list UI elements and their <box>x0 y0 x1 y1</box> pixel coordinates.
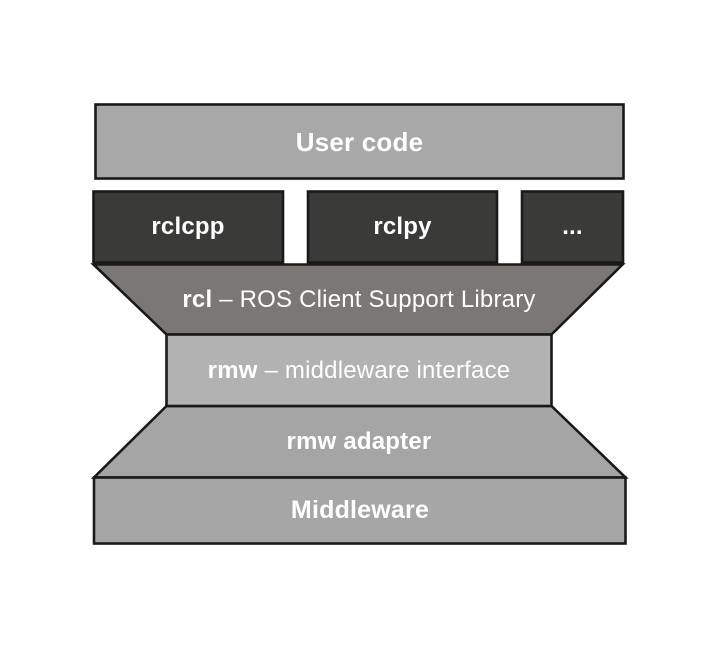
user-code-box <box>94 103 625 180</box>
rmw-adapter-trapezoid <box>90 404 629 479</box>
ellipsis-box <box>520 190 625 264</box>
rclpy-box <box>306 190 499 264</box>
rclcpp-box <box>92 190 285 264</box>
middleware-box <box>92 476 627 545</box>
rcl-trapezoid <box>90 263 626 336</box>
rmw-box <box>165 333 553 408</box>
